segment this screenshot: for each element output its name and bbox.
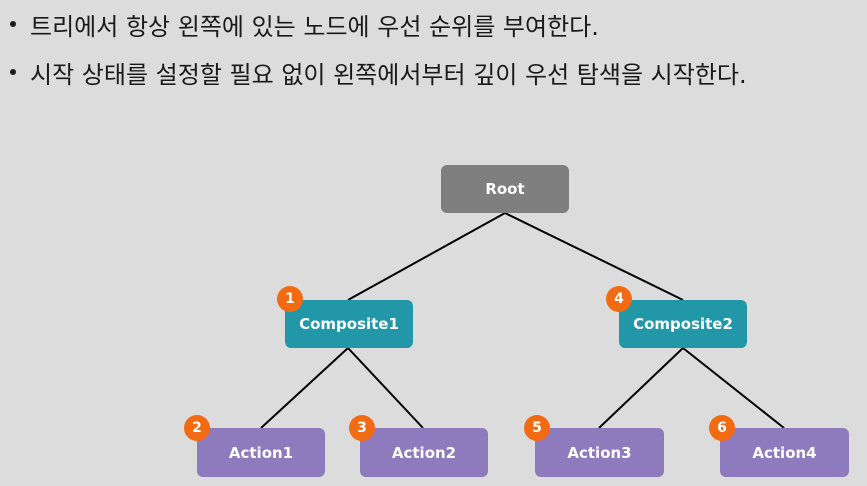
root-node: Root	[441, 165, 569, 213]
bullet-dot	[10, 69, 16, 75]
edge-composite2-action3	[598, 347, 684, 429]
bullet-text: 트리에서 항상 왼쪽에 있는 노드에 우선 순위를 부여한다.	[30, 12, 599, 41]
root-node-label: Root	[485, 180, 525, 198]
composite1-node: Composite1	[285, 300, 413, 348]
edge-composite1-action1	[260, 347, 349, 429]
composite1-node-label: Composite1	[299, 315, 399, 333]
bullet-item: 트리에서 항상 왼쪽에 있는 노드에 우선 순위를 부여한다.	[10, 6, 860, 42]
order-badge-action3: 5	[524, 415, 550, 441]
order-badge-composite2: 4	[606, 286, 632, 312]
bullet-text: 시작 상태를 설정할 필요 없이 왼쪽에서부터 깊이 우선 탐색을 시작한다.	[30, 60, 747, 89]
order-badge-action1: 2	[184, 415, 210, 441]
action4-node-label: Action4	[752, 443, 817, 462]
action2-node-label: Action2	[391, 443, 457, 462]
action1-node: Action1	[197, 428, 325, 477]
bullet-item: 시작 상태를 설정할 필요 없이 왼쪽에서부터 깊이 우선 탐색을 시작한다.	[10, 54, 860, 90]
action4-node: Action4	[720, 428, 849, 477]
bullet-dot	[10, 21, 16, 27]
order-badge-action2: 3	[349, 415, 375, 441]
bullet-list: 트리에서 항상 왼쪽에 있는 노드에 우선 순위를 부여한다. 시작 상태를 설…	[10, 6, 860, 102]
composite2-node: Composite2	[619, 300, 747, 348]
action3-node: Action3	[535, 428, 664, 477]
composite2-node-label: Composite2	[633, 315, 733, 333]
edge-root-composite1	[347, 212, 506, 301]
order-badge-action4: 6	[709, 415, 735, 441]
order-badge-composite1: 1	[277, 286, 303, 312]
action1-node-label: Action1	[228, 443, 294, 462]
action2-node: Action2	[360, 428, 488, 477]
edge-root-composite2	[504, 212, 684, 301]
edge-composite2-action4	[682, 347, 785, 429]
edge-composite1-action2	[347, 347, 424, 429]
action3-node-label: Action3	[567, 443, 632, 462]
